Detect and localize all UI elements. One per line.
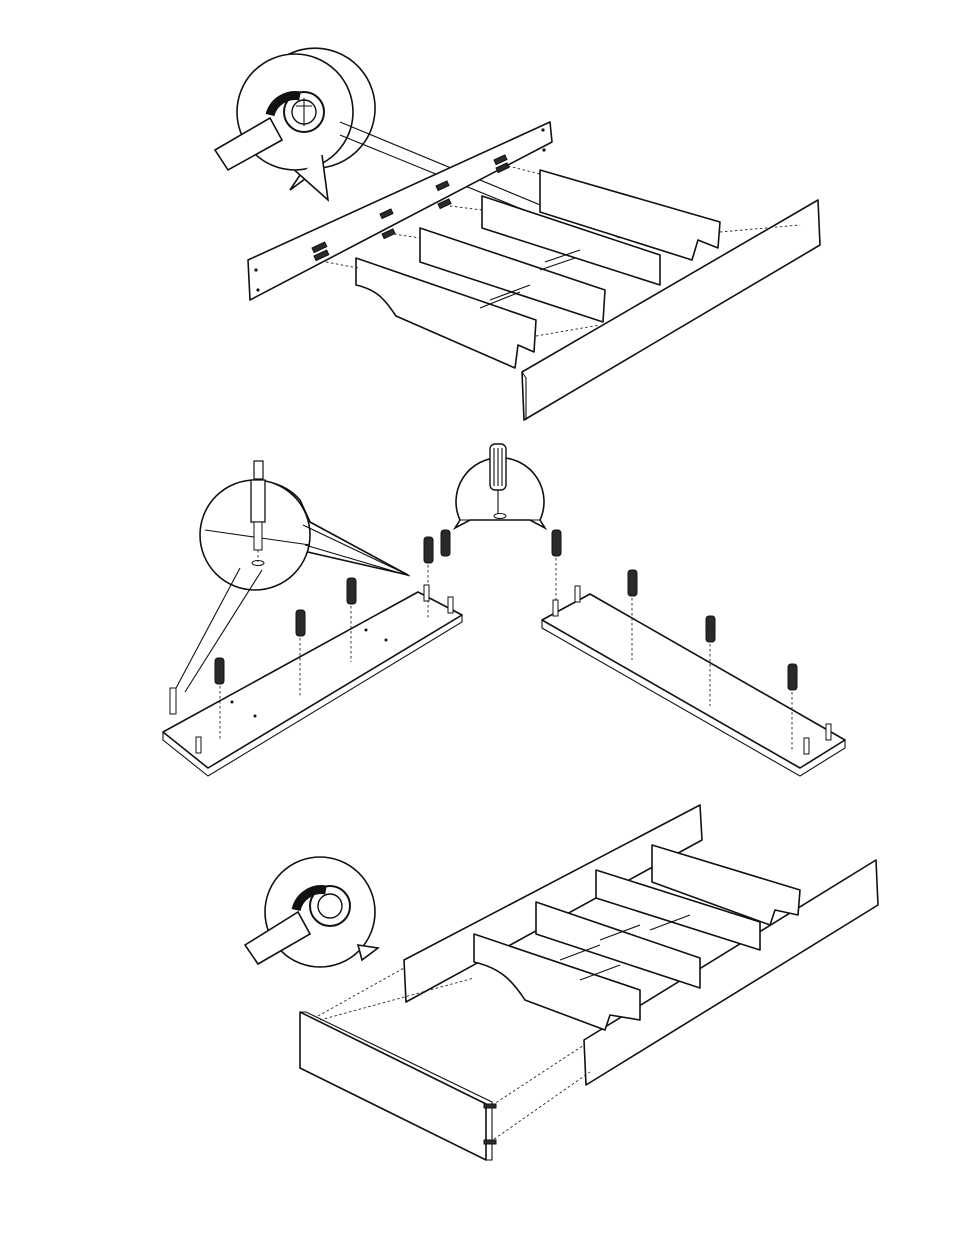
step-3-assembly — [245, 805, 878, 1160]
cam-bolt — [251, 480, 265, 522]
wooden-dowel — [215, 658, 224, 684]
step-3-callout-magnifier — [245, 857, 378, 967]
step-2-right-rail — [455, 444, 845, 776]
cam-bolt — [484, 1140, 496, 1144]
wooden-dowel — [628, 570, 637, 596]
wooden-dowel — [296, 610, 305, 636]
wooden-dowel — [706, 616, 715, 642]
step-1-assembly — [215, 48, 820, 420]
step-2-left-rail — [163, 461, 462, 776]
long-rail — [163, 592, 462, 768]
wooden-dowel — [441, 530, 450, 556]
wooden-dowel — [788, 664, 797, 690]
step-2-hammer-callout — [455, 444, 545, 528]
wooden-dowel — [424, 537, 433, 563]
long-rail — [542, 594, 845, 768]
wooden-dowel — [552, 530, 561, 556]
cam-bolt — [484, 1104, 496, 1108]
wooden-dowel — [347, 578, 356, 604]
